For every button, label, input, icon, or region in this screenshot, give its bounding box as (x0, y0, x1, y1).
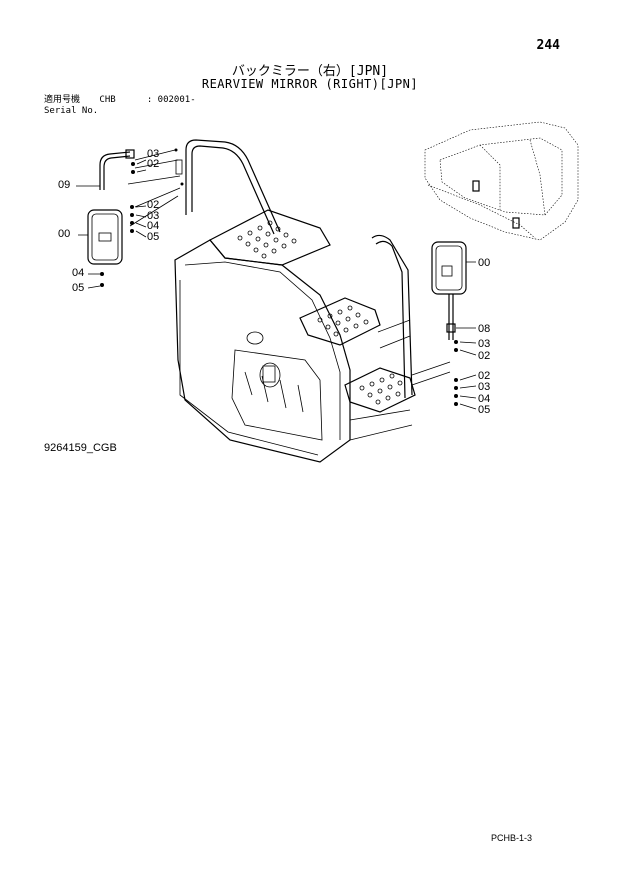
callout-left-04a: 04 (147, 220, 159, 232)
callouts-right: 00 08 03 02 02 03 04 05 (456, 257, 490, 416)
machine-outline (424, 121, 579, 241)
page-code: PCHB-1-3 (490, 833, 532, 843)
callout-right-02b: 02 (478, 370, 490, 382)
callout-left-00: 00 (58, 228, 70, 240)
callout-right-00: 00 (478, 257, 490, 269)
callout-right-03b: 03 (478, 381, 490, 393)
callout-right-02a: 02 (478, 350, 490, 362)
callout-left-02b: 02 (147, 199, 159, 211)
title-japanese: バックミラー（右）[JPN] (231, 64, 389, 79)
title-english: REARVIEW MIRROR (RIGHT)[JPN] (201, 77, 419, 91)
serial-range: : 002001- (146, 95, 196, 105)
callout-left-03b: 03 (147, 210, 159, 222)
right-fasteners (454, 340, 458, 406)
callout-left-03a: 03 (147, 148, 159, 160)
callout-right-03a: 03 (478, 338, 490, 350)
serial-model: CHB (99, 95, 116, 105)
serial-label-en: Serial No. (44, 106, 99, 116)
callout-right-04: 04 (478, 393, 490, 405)
mirror-left (87, 148, 184, 287)
drawing-id: 9264159_CGB (44, 442, 117, 454)
left-fasteners (100, 162, 135, 287)
callout-right-05: 05 (478, 404, 490, 416)
callout-left-05a: 05 (147, 231, 159, 243)
callout-right-08: 08 (478, 323, 490, 335)
page-number: 244 (536, 38, 560, 53)
callout-left-09: 09 (58, 179, 70, 191)
callout-left-05b: 05 (72, 282, 84, 294)
cab-body (174, 139, 416, 463)
callout-left-02a: 02 (147, 158, 159, 170)
callouts-left: 03 02 09 02 03 04 05 00 04 05 (58, 148, 159, 294)
mirror-right (411, 241, 467, 406)
serial-label-jp: 適用号機 (44, 95, 81, 105)
serial-info: 適用号機 CHB : 002001- Serial No. (44, 95, 196, 117)
callout-left-04b: 04 (72, 267, 84, 279)
